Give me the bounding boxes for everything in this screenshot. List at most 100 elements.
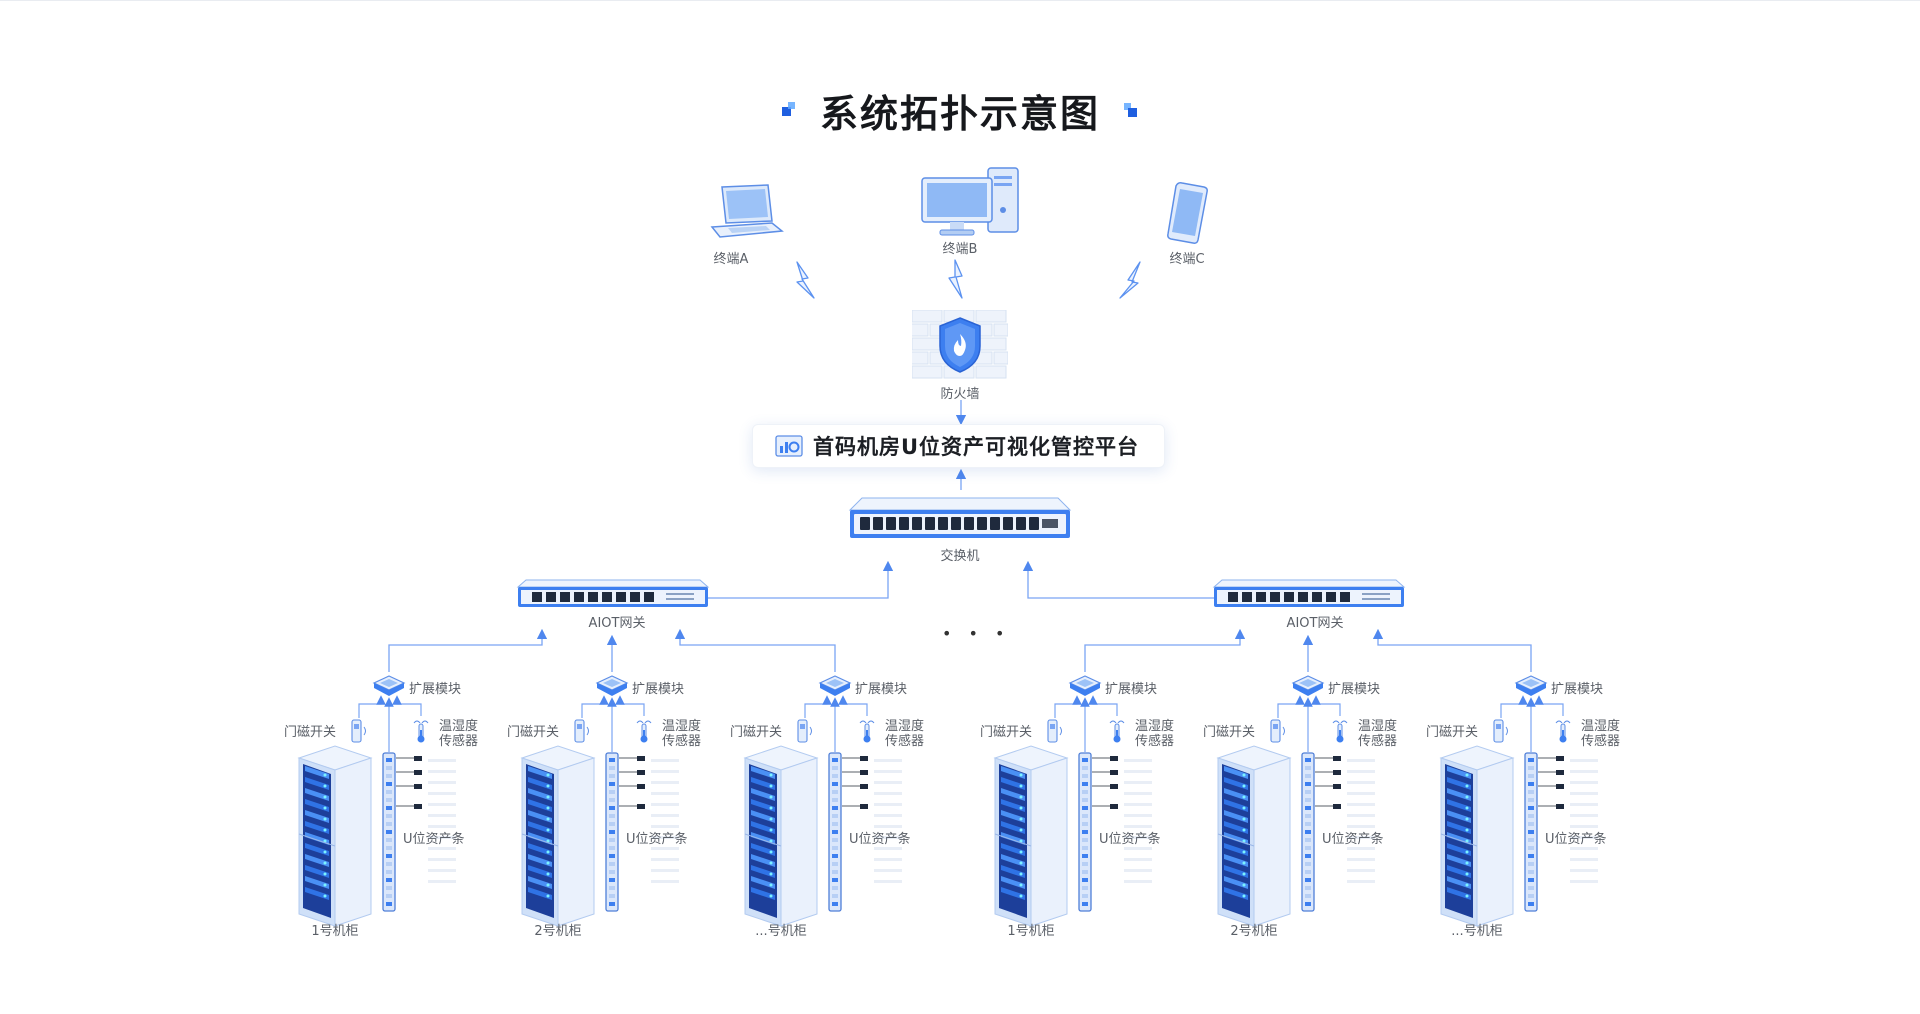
door-switch-label: 门磁开关 xyxy=(507,725,560,740)
wireless-bolts xyxy=(796,259,1141,299)
gateway-right-label: AIOT网关 xyxy=(1286,616,1344,631)
u-tag-rows xyxy=(1538,756,1598,883)
expansion-module-icon xyxy=(595,675,629,696)
platform-title: 首码机房U位资产可视化管控平台 xyxy=(813,435,1140,459)
expansion-module-icon xyxy=(1068,675,1102,696)
wireless-bolt-icon xyxy=(948,259,963,299)
cabinet-label: 2号机柜 xyxy=(534,924,582,939)
server-rack-icon xyxy=(993,745,1069,927)
firewall-label: 防火墙 xyxy=(940,387,980,402)
door-sensor-icon xyxy=(351,719,366,743)
door-switch-label: 门磁开关 xyxy=(284,725,337,740)
wireless-bolt-icon xyxy=(796,261,815,299)
expansion-module-label: 扩展模块 xyxy=(409,682,462,697)
sensor-label-line1: 温湿度 xyxy=(1358,719,1398,734)
thermometer-sensor-icon xyxy=(1109,720,1125,743)
top-divider xyxy=(0,0,1920,1)
title-deco-left-icon xyxy=(780,101,798,119)
core-switch-label: 交换机 xyxy=(940,549,980,564)
u-asset-strip-label: U位资产条 xyxy=(849,832,911,847)
u-tag-rows xyxy=(1315,756,1375,883)
sensor-label-line2: 传感器 xyxy=(662,734,702,749)
server-rack-icon xyxy=(1439,745,1515,927)
expansion-module-label: 扩展模块 xyxy=(632,682,685,697)
sensor-label-line2: 传感器 xyxy=(885,734,925,749)
expansion-module-label: 扩展模块 xyxy=(1105,682,1158,697)
server-rack-icon xyxy=(297,745,373,927)
expansion-module-label: 扩展模块 xyxy=(1328,682,1381,697)
expansion-module-label: 扩展模块 xyxy=(1551,682,1604,697)
server-rack-icon xyxy=(520,745,596,927)
sensor-label-line1: 温湿度 xyxy=(662,719,702,734)
u-asset-strip-label: U位资产条 xyxy=(1322,832,1384,847)
gateway-left-label: AIOT网关 xyxy=(588,616,646,631)
thermometer-sensor-icon xyxy=(1332,720,1348,743)
dashboard-logo-icon xyxy=(775,435,803,457)
u-asset-strip-icon xyxy=(605,752,619,912)
thermometer-sensor-icon xyxy=(413,720,429,743)
sensor-label-line2: 传感器 xyxy=(1135,734,1175,749)
cabinet-label: 1号机柜 xyxy=(311,924,359,939)
terminal-a-label: 终端A xyxy=(713,252,749,267)
terminal-c-label: 终端C xyxy=(1169,252,1205,267)
gateway-right-icon xyxy=(1212,579,1406,607)
page-title: 系统拓扑示意图 xyxy=(819,91,1100,136)
door-sensor-icon xyxy=(574,719,589,743)
firewall-shield-icon xyxy=(912,310,1008,379)
wireless-bolt-icon xyxy=(1119,261,1141,299)
expansion-module-icon xyxy=(818,675,852,696)
platform-banner: 首码机房U位资产可视化管控平台 xyxy=(752,424,1165,468)
cabinet-label: ...号机柜 xyxy=(755,924,807,939)
u-asset-strip-icon xyxy=(382,752,396,912)
thermometer-sensor-icon xyxy=(636,720,652,743)
title-bar: 系统拓扑示意图 xyxy=(0,80,1920,140)
more-gateways-ellipsis: • • • xyxy=(942,624,1011,643)
smartphone-icon xyxy=(1167,182,1208,244)
sensor-label-line1: 温湿度 xyxy=(439,719,479,734)
expansion-module-label: 扩展模块 xyxy=(855,682,908,697)
terminal-b-label: 终端B xyxy=(942,242,978,257)
door-switch-label: 门磁开关 xyxy=(1203,725,1256,740)
u-asset-strip-icon xyxy=(1524,752,1538,912)
u-asset-strip-label: U位资产条 xyxy=(403,832,465,847)
door-switch-label: 门磁开关 xyxy=(1426,725,1479,740)
thermometer-sensor-icon xyxy=(859,720,875,743)
sensor-label-line2: 传感器 xyxy=(1581,734,1621,749)
thermometer-sensor-icon xyxy=(1555,720,1571,743)
cabinet-label: 1号机柜 xyxy=(1007,924,1055,939)
door-sensor-icon xyxy=(1493,719,1508,743)
u-asset-strip-icon xyxy=(828,752,842,912)
sensor-label-line1: 温湿度 xyxy=(1135,719,1175,734)
u-tag-rows xyxy=(1092,756,1152,883)
u-tag-rows xyxy=(396,756,456,883)
door-sensor-icon xyxy=(1270,719,1285,743)
sensor-label-line2: 传感器 xyxy=(439,734,479,749)
u-tag-rows xyxy=(842,756,902,883)
server-rack-icon xyxy=(743,745,819,927)
expansion-module-icon xyxy=(1291,675,1325,696)
server-rack-icon xyxy=(1216,745,1292,927)
u-asset-strip-label: U位资产条 xyxy=(1545,832,1607,847)
u-asset-strip-label: U位资产条 xyxy=(626,832,688,847)
sensor-label-line1: 温湿度 xyxy=(885,719,925,734)
door-switch-label: 门磁开关 xyxy=(980,725,1033,740)
sensor-label-line2: 传感器 xyxy=(1358,734,1398,749)
desktop-computer-icon xyxy=(921,167,1019,236)
laptop-icon xyxy=(710,184,784,238)
cabinet-label: ...号机柜 xyxy=(1451,924,1503,939)
u-tag-rows xyxy=(619,756,679,883)
sensor-label-line1: 温湿度 xyxy=(1581,719,1621,734)
gateway-left-icon xyxy=(516,579,710,607)
expansion-module-icon xyxy=(372,675,406,696)
core-switch-icon xyxy=(848,497,1072,538)
u-asset-strip-icon xyxy=(1301,752,1315,912)
u-asset-strip-label: U位资产条 xyxy=(1099,832,1161,847)
expansion-module-icon xyxy=(1514,675,1548,696)
cabinet-label: 2号机柜 xyxy=(1230,924,1278,939)
door-switch-label: 门磁开关 xyxy=(730,725,783,740)
door-sensor-icon xyxy=(1047,719,1062,743)
door-sensor-icon xyxy=(797,719,812,743)
title-deco-right-icon xyxy=(1122,101,1140,119)
u-asset-strip-icon xyxy=(1078,752,1092,912)
